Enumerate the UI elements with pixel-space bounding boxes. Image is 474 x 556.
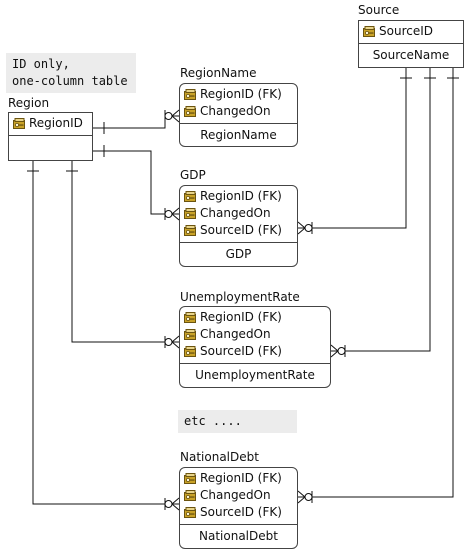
key-row: SourceID (FK) [184, 343, 330, 360]
region-title: Region [8, 96, 50, 110]
line-source-gdp [298, 68, 407, 229]
nationaldebt-keys: RegionID (FK) ChangedOn SourceID (FK) [180, 468, 297, 525]
key-row: RegionID (FK) [184, 309, 330, 326]
key-row: ChangedOn [184, 103, 297, 120]
source-keys: SourceID [359, 21, 463, 44]
gdp-entity[interactable]: RegionID (FK) ChangedOn SourceID (FK) GD… [179, 185, 298, 267]
regionname-attribute: RegionName [200, 128, 277, 142]
optional-circle [337, 347, 346, 355]
key-row: SourceID (FK) [184, 222, 297, 239]
key-icon [184, 224, 197, 237]
key-label: ChangedOn [200, 104, 271, 118]
key-row: ChangedOn [184, 487, 297, 504]
key-label: RegionID (FK) [200, 87, 282, 101]
key-label: RegionID [29, 116, 83, 130]
gdp-keys: RegionID (FK) ChangedOn SourceID (FK) [180, 186, 297, 243]
key-icon [184, 506, 197, 519]
optional-circle [304, 493, 313, 501]
optional-circle [164, 338, 173, 346]
key-label: ChangedOn [200, 206, 271, 220]
source-attribute: SourceName [372, 48, 450, 62]
line-region-unemploymentrate [71, 161, 179, 343]
key-icon [363, 25, 376, 38]
key-label: RegionID (FK) [200, 189, 282, 203]
gdp-attribute: GDP [225, 247, 252, 261]
key-icon [184, 345, 197, 358]
optional-circle [164, 500, 173, 508]
key-icon [184, 88, 197, 101]
optional-circle [304, 224, 313, 232]
note-id-only: ID only, one-column table [6, 53, 136, 93]
line-region-nationaldebt [32, 161, 179, 505]
regionname-title: RegionName [180, 66, 257, 80]
key-label: RegionID (FK) [200, 471, 282, 485]
key-row: RegionID (FK) [184, 188, 297, 205]
key-icon [184, 105, 197, 118]
key-icon [184, 190, 197, 203]
key-row: ChangedOn [184, 205, 297, 222]
source-title: Source [358, 3, 400, 17]
regionname-entity[interactable]: RegionID (FK) ChangedOn RegionName [179, 83, 298, 147]
unemploymentrate-keys: RegionID (FK) ChangedOn SourceID (FK) [180, 307, 330, 364]
gdp-title: GDP [180, 168, 206, 182]
key-label: SourceID [379, 24, 433, 38]
line-region-gdp [93, 150, 179, 215]
key-label: SourceID (FK) [200, 505, 282, 519]
key-row: RegionID (FK) [184, 470, 297, 487]
key-icon [184, 328, 197, 341]
key-label: ChangedOn [200, 488, 271, 502]
key-icon [184, 311, 197, 324]
key-row: RegionID [13, 115, 92, 132]
key-label: SourceID (FK) [200, 223, 282, 237]
key-icon [184, 472, 197, 485]
nationaldebt-entity[interactable]: RegionID (FK) ChangedOn SourceID (FK) Na… [179, 467, 298, 549]
region-keys: RegionID [9, 113, 92, 136]
key-row: SourceID [363, 23, 463, 40]
key-icon [184, 207, 197, 220]
nationaldebt-attribute: NationalDebt [199, 529, 278, 543]
line-source-unemploymentrate [331, 68, 431, 352]
key-label: ChangedOn [200, 327, 271, 341]
source-entity[interactable]: SourceID SourceName [358, 20, 464, 68]
optional-circle [164, 112, 173, 120]
region-entity[interactable]: RegionID [8, 112, 93, 161]
key-row: RegionID (FK) [184, 86, 297, 103]
unemploymentrate-title: UnemploymentRate [180, 290, 300, 304]
key-label: SourceID (FK) [200, 344, 282, 358]
key-label: RegionID (FK) [200, 310, 282, 324]
key-row: SourceID (FK) [184, 504, 297, 521]
key-row: ChangedOn [184, 326, 330, 343]
optional-circle [164, 210, 173, 218]
line-source-nationaldebt [298, 68, 454, 498]
note-etc: etc .... [178, 410, 297, 433]
regionname-keys: RegionID (FK) ChangedOn [180, 84, 297, 124]
key-icon [184, 489, 197, 502]
unemploymentrate-entity[interactable]: RegionID (FK) ChangedOn SourceID (FK) Un… [179, 306, 331, 388]
key-icon [13, 117, 26, 130]
nationaldebt-title: NationalDebt [180, 450, 259, 464]
unemploymentrate-attribute: UnemploymentRate [195, 368, 315, 382]
